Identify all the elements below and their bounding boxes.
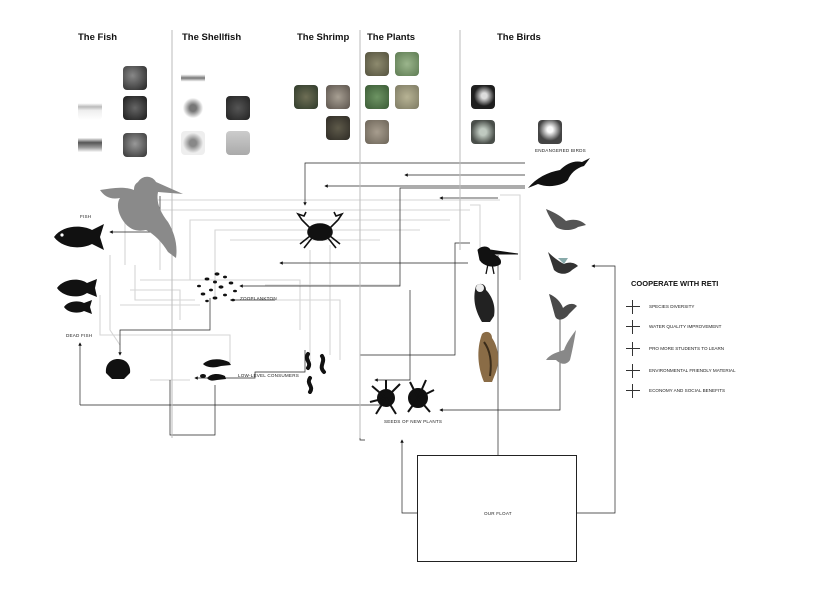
shellfish-photo-thumb xyxy=(181,66,205,90)
pelican-silhouette-icon xyxy=(528,158,590,188)
shrimp-silhouette-icon xyxy=(200,359,231,381)
our-float-box xyxy=(417,455,577,562)
shrimp-photo-thumb xyxy=(326,85,350,109)
legend-item-label: PRO MORE STUDENTS TO LEARN xyxy=(649,346,725,351)
legend-item-label: WATER QUALITY IMPROVEMENT xyxy=(649,324,722,329)
plus-icon xyxy=(626,320,640,334)
fish-photo-thumb xyxy=(123,133,147,157)
plankton-dots-icon xyxy=(197,272,237,303)
legend-item-label: ENVIRONMENTAL FRIENDLY MATERIAL xyxy=(649,368,736,373)
column-title-shrimp: The Shrimp xyxy=(297,32,350,43)
shellfish-photo-thumb xyxy=(226,131,250,155)
fish-silhouette-icon xyxy=(64,300,92,314)
plus-icon xyxy=(626,364,640,378)
bird-photo-thumb xyxy=(471,85,495,109)
shellfish-photo-thumb xyxy=(181,131,205,155)
column-title-fish: The Fish xyxy=(78,32,118,43)
worm-silhouette-icon xyxy=(304,352,326,394)
column-title-shellfish: The Shellfish xyxy=(182,32,242,43)
fish-photo-thumb xyxy=(78,133,102,157)
plus-icon xyxy=(626,300,640,314)
plus-icon xyxy=(626,384,640,398)
pelican-ghost-icon xyxy=(100,176,183,258)
legend-item: ECONOMY AND SOCIAL BENEFITS xyxy=(626,384,766,398)
eagle-silhouette-icon xyxy=(474,283,495,322)
legend-item: SPECIES DIVERSITY xyxy=(626,300,766,314)
zooplankton-label: ZOOPLANKTON xyxy=(240,296,277,301)
legend-title: COOPERATE WITH RETI xyxy=(631,279,719,288)
fish-photo-thumb xyxy=(123,66,147,90)
fish-photo-thumb xyxy=(123,96,147,120)
shellfish-photo-thumb xyxy=(181,96,205,120)
shrimp-photo-thumb xyxy=(326,116,350,140)
fish-silhouette-icon xyxy=(54,224,104,250)
our-float-label: OUR FLOAT xyxy=(482,511,514,516)
crab-silhouette-icon xyxy=(296,211,344,249)
column-title-birds: The Birds xyxy=(497,32,541,43)
plant-photo-thumb xyxy=(365,52,389,76)
legend-item-label: SPECIES DIVERSITY xyxy=(649,304,695,309)
dead-fish-label: DEAD FISH xyxy=(66,333,93,338)
legend-item-label: ECONOMY AND SOCIAL BENEFITS xyxy=(649,388,726,393)
bird-photo-thumb xyxy=(538,120,562,144)
plus-icon xyxy=(626,342,640,356)
hawk-silhouette-icon xyxy=(478,331,499,382)
endangered-birds-label: ENDANGERED BIRDS xyxy=(535,148,586,153)
plant-photo-thumb xyxy=(395,85,419,109)
low-level-consumers-label: LOW-LEVEL CONSUMERS xyxy=(238,373,299,378)
shellfish-photo-thumb xyxy=(226,96,250,120)
fish-label: FISH xyxy=(80,214,92,219)
seeds-label: SEEDS OF NEW PLANTS xyxy=(384,419,443,424)
bird-photo-thumb xyxy=(471,120,495,144)
sandpiper-silhouette-icon xyxy=(477,246,519,275)
fish-photo-thumb xyxy=(78,96,102,120)
legend-item: ENVIRONMENTAL FRIENDLY MATERIAL xyxy=(626,364,766,378)
plant-photo-thumb xyxy=(395,52,419,76)
plant-photo-thumb xyxy=(365,120,389,144)
plant-photo-thumb xyxy=(365,85,389,109)
shrimp-photo-thumb xyxy=(294,85,318,109)
scallop-silhouette-icon xyxy=(105,359,131,379)
column-title-plants: The Plants xyxy=(367,32,416,43)
legend-item: PRO MORE STUDENTS TO LEARN xyxy=(626,342,766,356)
fish-silhouette-icon xyxy=(57,279,97,297)
gull-silhouette-icon xyxy=(548,252,578,274)
anemone-silhouette-icon xyxy=(369,379,435,415)
hawk-silhouette-icon xyxy=(549,294,577,320)
gull-silhouette-icon xyxy=(546,330,576,364)
legend-item: WATER QUALITY IMPROVEMENT xyxy=(626,320,766,334)
gull-silhouette-icon xyxy=(546,209,586,230)
